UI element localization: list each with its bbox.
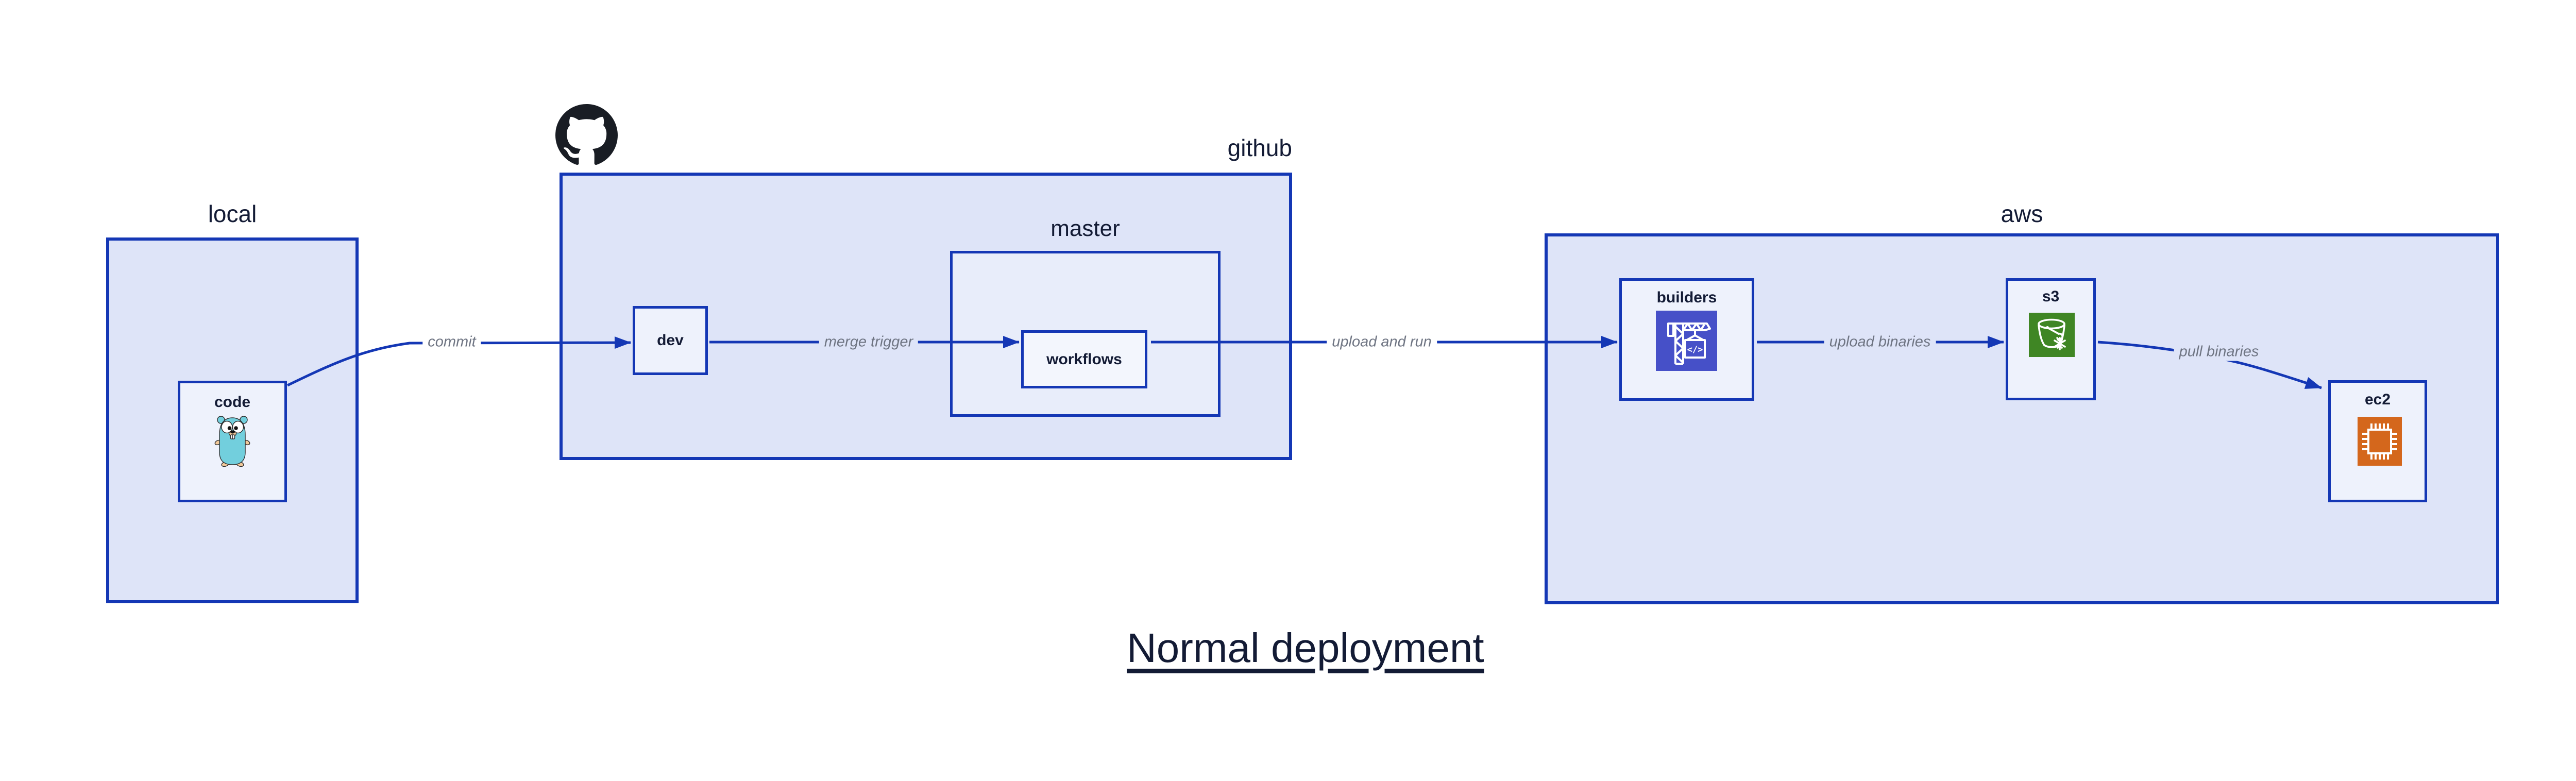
github-group-label: github: [1227, 134, 1292, 161]
edge-label-merge-trigger: merge trigger: [819, 333, 919, 351]
local-group-label: local: [208, 200, 257, 227]
node-s3: s3: [2006, 278, 2096, 400]
aws-codebuild-icon: </>: [1656, 311, 1717, 371]
node-ec2: ec2: [2328, 380, 2427, 502]
edge-label-pull-binaries: pull binaries: [2174, 343, 2264, 361]
codebuild-code-glyph: </>: [1687, 345, 1703, 355]
go-gopher-icon: [214, 416, 250, 467]
node-code-label: code: [214, 394, 251, 411]
node-code: code: [178, 381, 287, 502]
aws-s3-glacier-icon: [2029, 313, 2075, 357]
node-dev-label: dev: [657, 332, 684, 349]
node-ec2-label: ec2: [2364, 391, 2391, 408]
master-group-label: master: [1050, 216, 1120, 241]
edge-label-upload-binaries: upload binaries: [1824, 333, 1936, 351]
aws-ec2-chip-icon: [2358, 417, 2402, 466]
edge-label-upload-and-run: upload and run: [1327, 333, 1437, 351]
node-s3-label: s3: [2042, 288, 2060, 305]
node-builders-label: builders: [1656, 289, 1717, 306]
node-workflows-label: workflows: [1046, 350, 1122, 368]
github-octocat-icon: [555, 104, 618, 165]
edge-label-commit: commit: [422, 333, 481, 351]
node-workflows: workflows: [1021, 330, 1147, 388]
node-dev: dev: [633, 306, 708, 375]
node-builders: builders </>: [1619, 278, 1754, 401]
diagram-title: Normal deployment: [1127, 625, 1484, 671]
aws-group-label: aws: [2001, 200, 2043, 227]
